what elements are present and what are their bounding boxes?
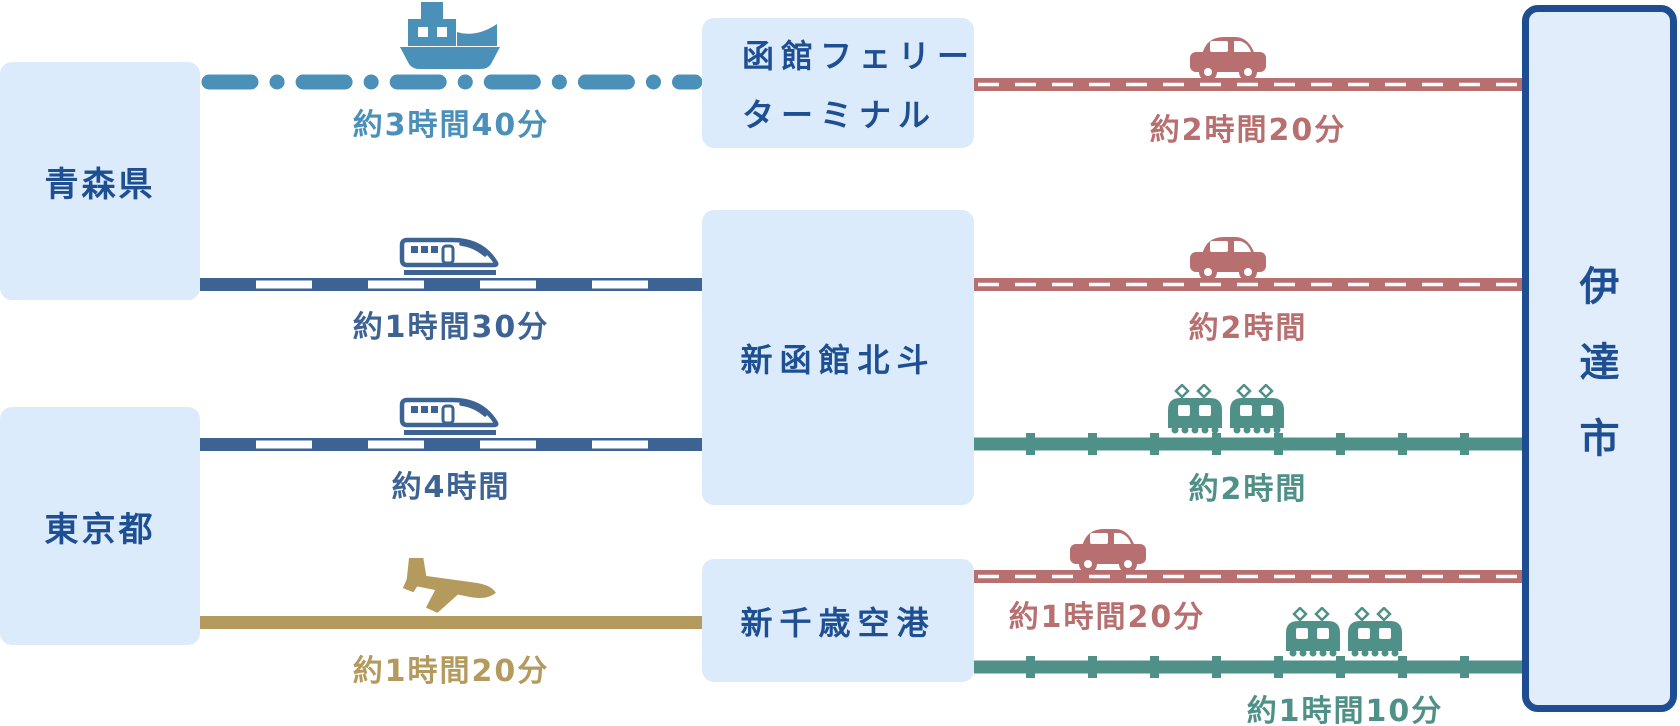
duration-label-flight: 約1時間20分 bbox=[352, 654, 550, 689]
ship-icon bbox=[400, 2, 500, 69]
waypoint-box-hakodate-ferry-terminal: 函館フェリー ターミナル bbox=[702, 18, 974, 148]
duration-label-car-hokuto: 約2時間 bbox=[1188, 311, 1308, 346]
airplane-icon bbox=[402, 558, 496, 613]
car-icon bbox=[1190, 237, 1266, 281]
origin-label-tokyo: 東京都 bbox=[44, 509, 156, 550]
train-icon bbox=[1168, 384, 1284, 434]
duration-label-shinkansen-tokyo: 約4時間 bbox=[391, 470, 511, 505]
car-icon bbox=[1190, 37, 1266, 81]
train-route-line-chitose bbox=[974, 656, 1522, 678]
origin-box-aomori: 青森県 bbox=[0, 62, 200, 300]
destination-box-date-city: 伊 達 市 bbox=[1522, 5, 1677, 712]
shinkansen-icon bbox=[399, 397, 499, 435]
duration-label-car-ferry: 約2時間20分 bbox=[1149, 113, 1347, 148]
car-route-line-hokuto bbox=[974, 278, 1522, 291]
destination-char-1: 伊 bbox=[1579, 263, 1620, 310]
duration-label-train-chitose: 約1時間10分 bbox=[1246, 694, 1444, 726]
waypoint-box-shin-hakodate-hokuto: 新函館北斗 bbox=[702, 210, 974, 505]
shinkansen-route-line-tokyo bbox=[200, 438, 702, 451]
shinkansen-icon bbox=[399, 237, 499, 275]
flight-route-line bbox=[200, 616, 702, 629]
shinkansen-route-line-aomori bbox=[200, 278, 702, 291]
ferry-route-line bbox=[201, 74, 702, 90]
waypoint-box-new-chitose-airport: 新千歳空港 bbox=[702, 559, 974, 682]
train-icon bbox=[1286, 607, 1402, 657]
duration-label-ferry: 約3時間40分 bbox=[352, 108, 550, 143]
car-route-line-chitose bbox=[974, 570, 1522, 583]
duration-label-train-hokuto: 約2時間 bbox=[1188, 472, 1308, 507]
destination-char-2: 達 bbox=[1579, 339, 1620, 386]
waypoint-label-hokuto: 新函館北斗 bbox=[740, 340, 936, 379]
duration-label-car-chitose: 約1時間20分 bbox=[1008, 600, 1206, 635]
train-route-line-hokuto bbox=[974, 433, 1522, 455]
car-route-line-ferry bbox=[974, 78, 1522, 91]
destination-char-3: 市 bbox=[1579, 415, 1620, 462]
origin-label-aomori: 青森県 bbox=[44, 164, 156, 205]
origin-box-tokyo: 東京都 bbox=[0, 407, 200, 645]
duration-label-shinkansen-aomori: 約1時間30分 bbox=[352, 310, 550, 345]
waypoint-label-line1: 函館フェリー bbox=[742, 36, 977, 75]
waypoint-label-line2: ターミナル bbox=[742, 95, 938, 134]
waypoint-label-chitose: 新千歳空港 bbox=[740, 603, 936, 642]
car-icon bbox=[1070, 529, 1146, 573]
